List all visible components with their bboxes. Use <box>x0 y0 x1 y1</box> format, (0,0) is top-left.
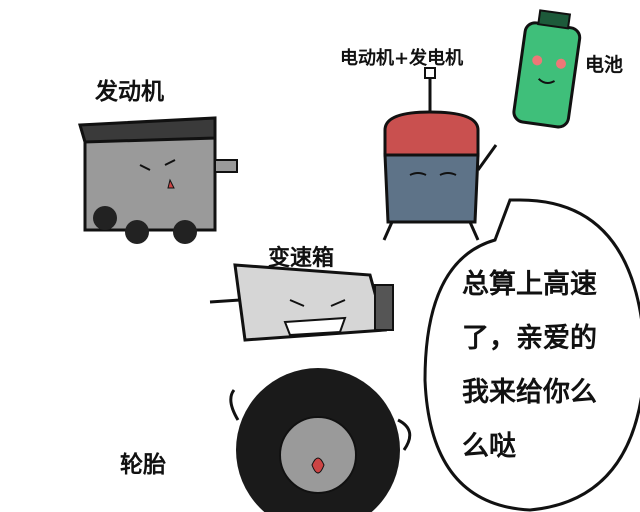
bubble-line: 了，亲爱的 <box>462 323 597 354</box>
tire-label: 轮胎 <box>120 452 166 478</box>
speech-bubble-text: 总算上高速 了，亲爱的 我来给你么 么哒 <box>462 258 632 474</box>
bubble-line: 总算上高速 <box>462 269 597 300</box>
battery-label: 电池 <box>585 54 624 76</box>
speech-bubble <box>423 198 640 512</box>
motor-generator-label: 电动机+发电机 <box>340 48 464 69</box>
gearbox-label: 变速箱 <box>268 246 335 271</box>
tire-character <box>229 368 412 512</box>
engine-label: 发动机 <box>95 79 164 105</box>
battery-character <box>512 9 582 129</box>
gearbox-character <box>209 263 394 342</box>
bubble-line: 么哒 <box>462 431 516 462</box>
bubble-line: 我来给你么 <box>462 377 597 408</box>
motor-generator-character <box>382 67 498 241</box>
engine-character <box>78 116 238 244</box>
